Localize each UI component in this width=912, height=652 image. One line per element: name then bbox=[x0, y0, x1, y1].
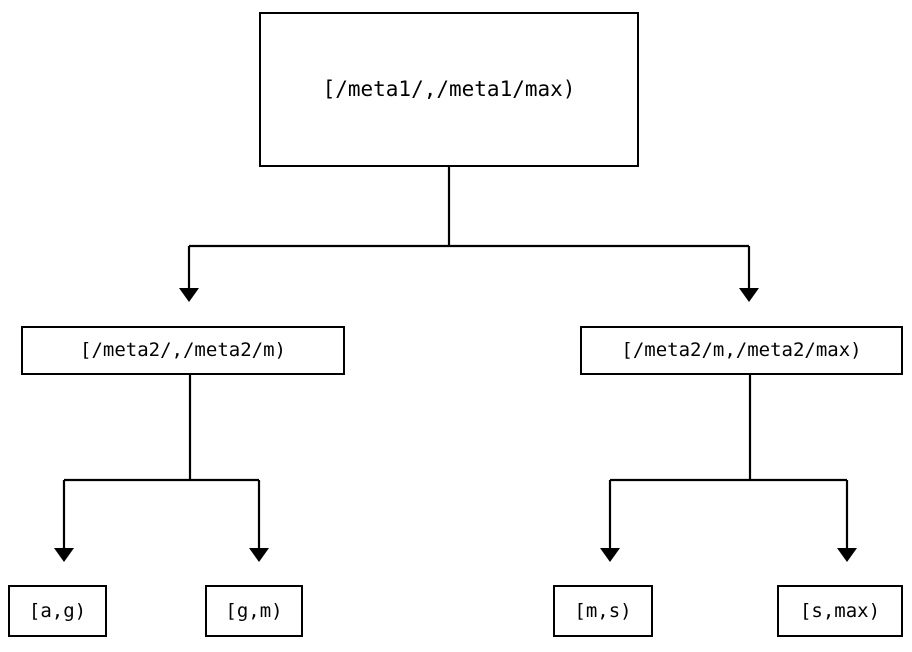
node-mid-right[interactable]: [/meta2/m,/meta2/max) bbox=[580, 326, 903, 375]
node-leaf-a-g-label: [a,g) bbox=[28, 599, 87, 622]
arrowhead-leaf-gm bbox=[249, 548, 269, 562]
node-leaf-m-s-label: [m,s) bbox=[574, 599, 632, 622]
node-leaf-g-m[interactable]: [g,m) bbox=[205, 585, 303, 637]
node-root[interactable]: [/meta1/,/meta1/max) bbox=[259, 12, 639, 167]
node-leaf-s-max-label: [s,max) bbox=[799, 599, 881, 622]
node-mid-left[interactable]: [/meta2/,/meta2/m) bbox=[21, 326, 345, 375]
arrowhead-leaf-ag bbox=[54, 548, 74, 562]
arrowhead-mid-left bbox=[179, 288, 199, 302]
node-leaf-a-g[interactable]: [a,g) bbox=[8, 585, 107, 637]
node-leaf-g-m-label: [g,m) bbox=[225, 599, 283, 622]
node-leaf-s-max[interactable]: [s,max) bbox=[777, 585, 903, 637]
arrowhead-leaf-ms bbox=[600, 548, 620, 562]
arrowhead-leaf-smax bbox=[837, 548, 857, 562]
node-mid-right-label: [/meta2/m,/meta2/max) bbox=[621, 339, 862, 361]
node-leaf-m-s[interactable]: [m,s) bbox=[553, 585, 653, 637]
node-mid-left-label: [/meta2/,/meta2/m) bbox=[80, 339, 286, 361]
node-root-label: [/meta1/,/meta1/max) bbox=[322, 77, 576, 101]
arrowhead-mid-right bbox=[739, 288, 759, 302]
